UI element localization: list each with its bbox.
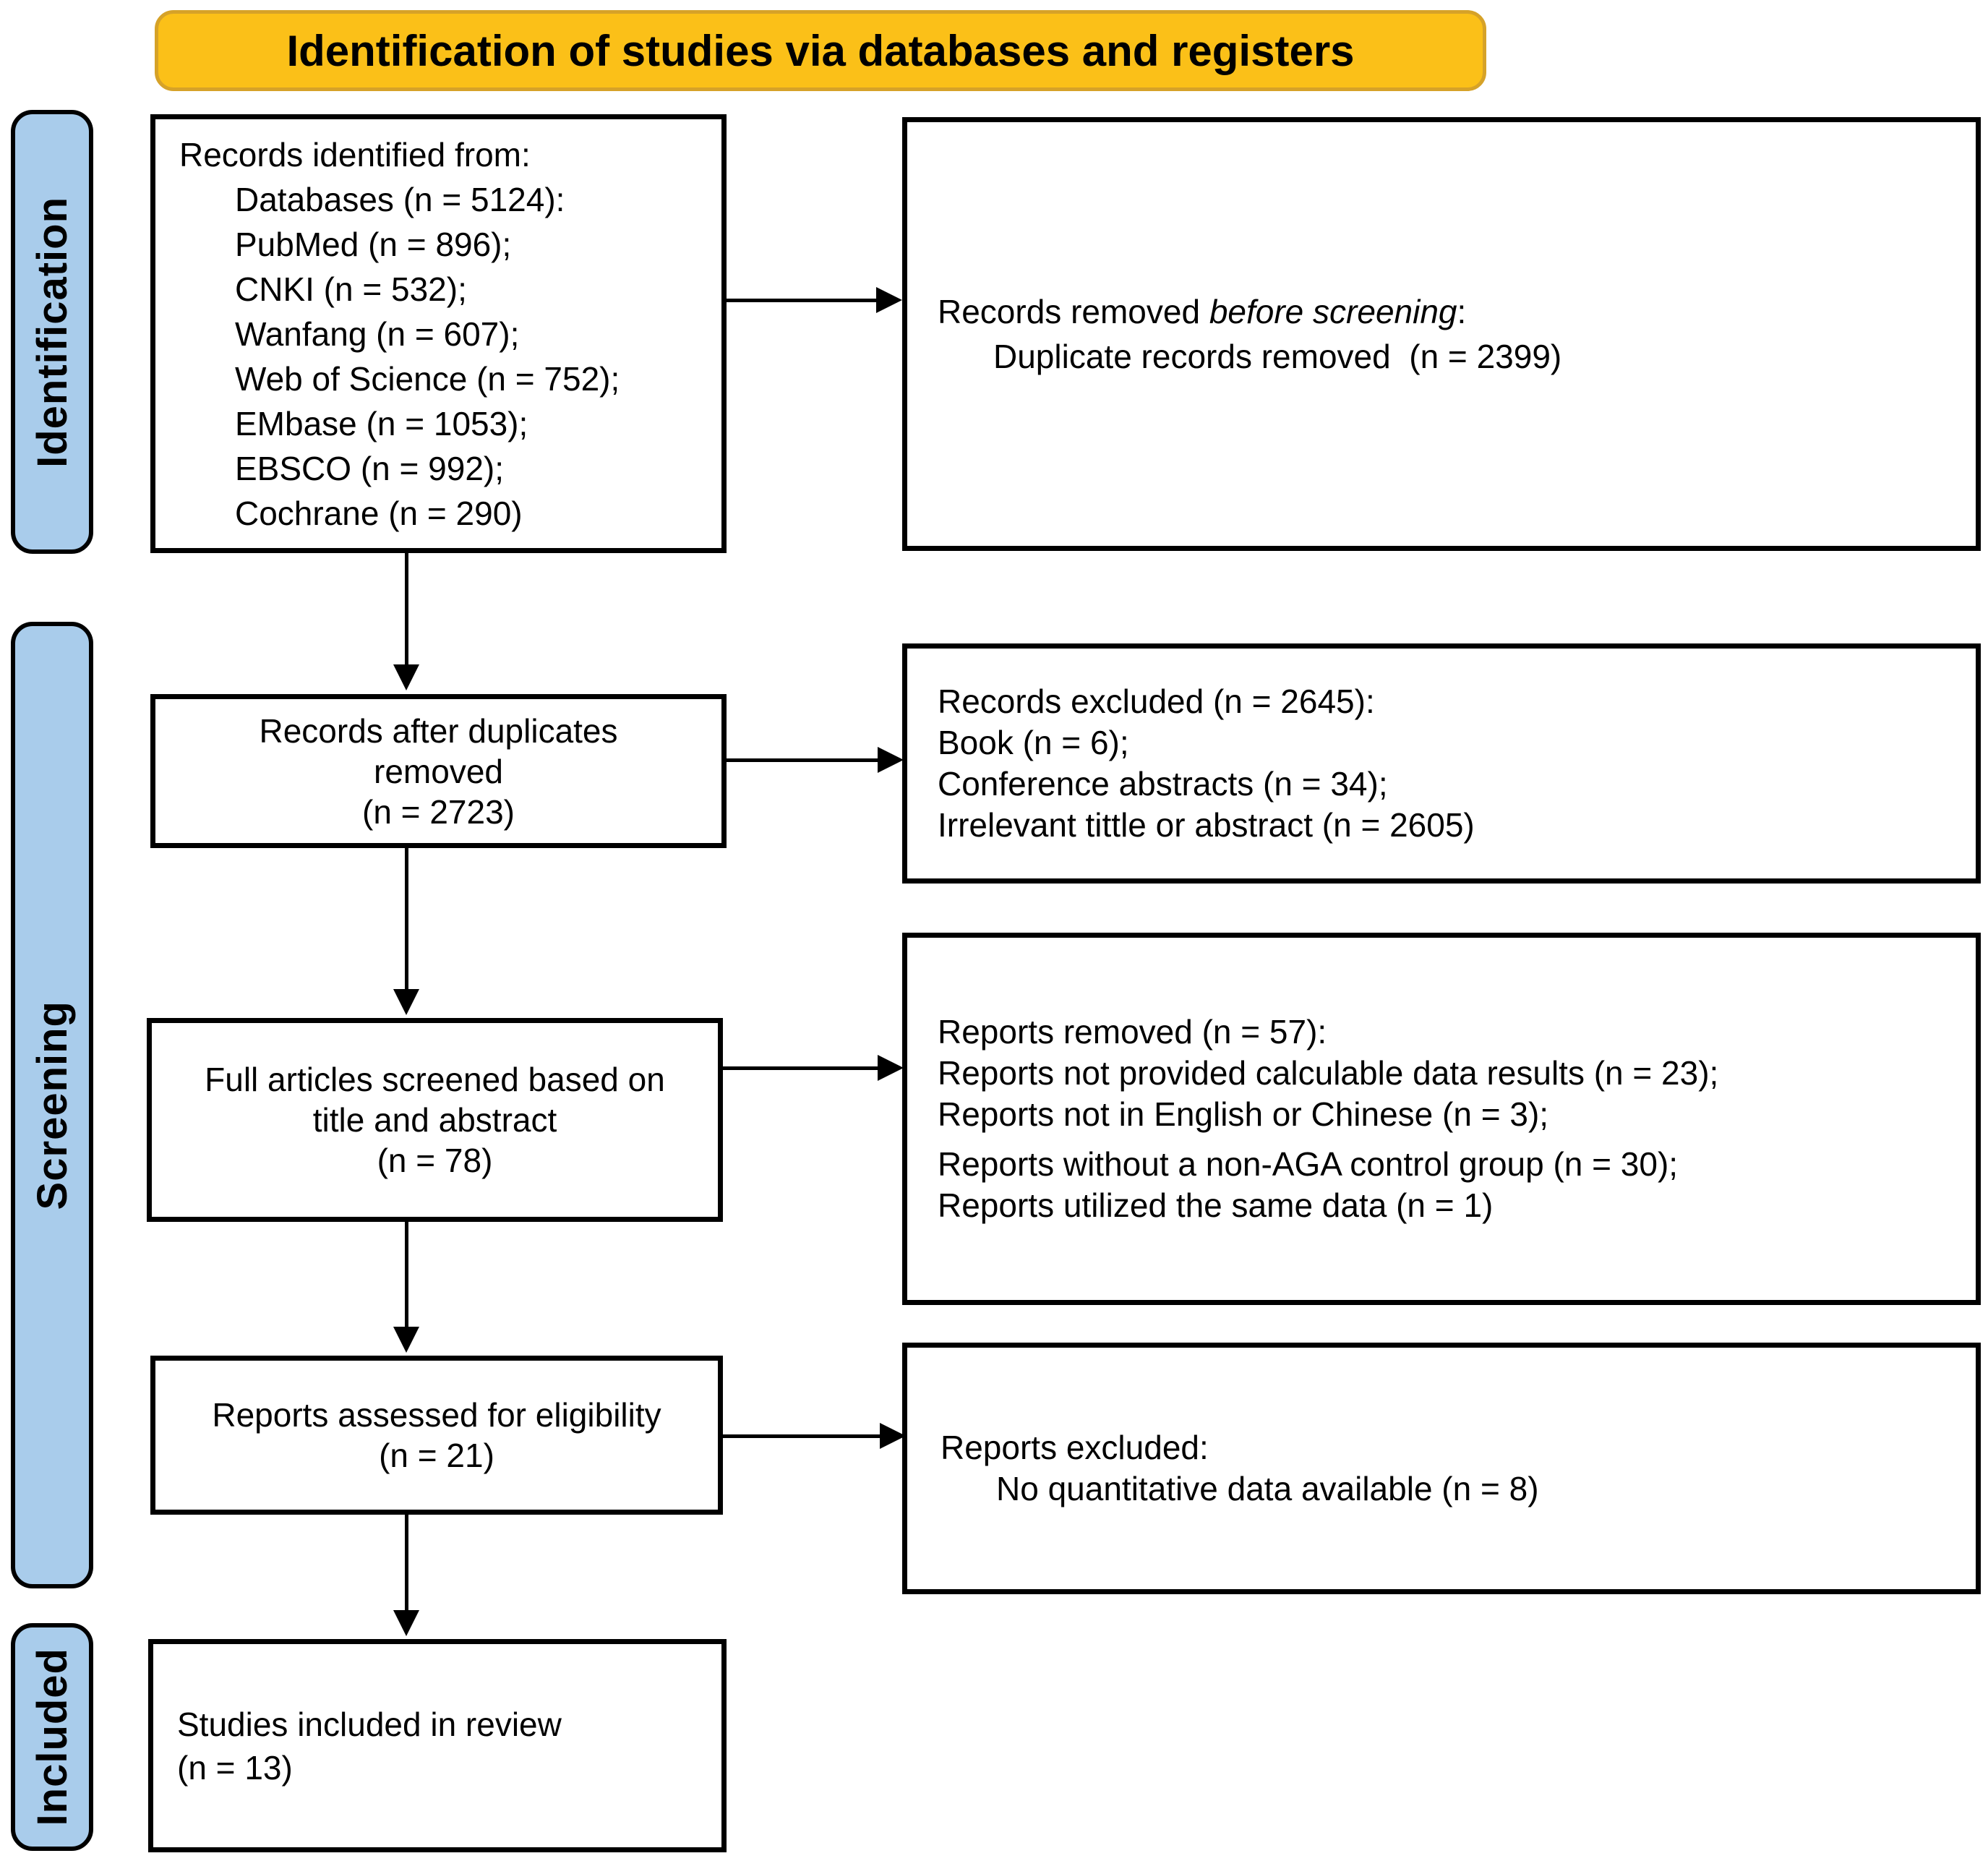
- records-identified-title: Records identified from:: [179, 135, 531, 174]
- reports-assessed-line: (n = 21): [379, 1437, 494, 1474]
- records-removed-detail: Duplicate records removed (n = 2399): [993, 338, 1562, 375]
- arrow-down-assessed-to-included: [393, 1515, 419, 1636]
- reports-removed-line: Reports not in English or Chinese (n = 3…: [938, 1095, 1549, 1133]
- arrow-shaft: [721, 1066, 878, 1070]
- records-identified-item: EMbase (n = 1053);: [235, 404, 528, 442]
- full-articles-line: Full articles screened based on: [205, 1061, 665, 1098]
- arrowhead-right-icon: [878, 747, 904, 773]
- records-identified-item: PubMed (n = 896);: [235, 225, 512, 263]
- after-duplicates-line: (n = 2723): [362, 792, 515, 831]
- records-excluded-line: Records excluded (n = 2645):: [938, 683, 1375, 720]
- box-full-articles-screened: Full articles screened based on title an…: [147, 1018, 723, 1222]
- box-records-removed-before-screening: Records removed before screening: Duplic…: [902, 117, 1981, 551]
- arrow-shaft: [404, 1515, 408, 1610]
- records-excluded-line: Irrelevant tittle or abstract (n = 2605): [938, 806, 1475, 844]
- reports-removed-line: Reports not provided calculable data res…: [938, 1054, 1719, 1092]
- arrowhead-down-icon: [393, 989, 419, 1015]
- arrow-down-after-duplicates-to-full-articles: [393, 848, 419, 1015]
- records-identified-item: CNKI (n = 532);: [235, 270, 467, 308]
- arrow-down-identified-to-after-duplicates: [393, 553, 419, 690]
- stage-label-screening: Screening: [11, 622, 93, 1588]
- box-studies-included: Studies included in review (n = 13): [148, 1639, 727, 1852]
- records-identified-item: Web of Science (n = 752);: [235, 359, 620, 398]
- arrow-right-after-duplicates-to-records-excluded: [725, 747, 904, 773]
- reports-removed-line: Reports removed (n = 57):: [938, 1013, 1327, 1051]
- arrow-shaft: [404, 1222, 408, 1327]
- stage-label-screening-text: Screening: [28, 1000, 76, 1210]
- arrowhead-right-icon: [878, 1055, 904, 1081]
- arrow-shaft: [725, 758, 878, 762]
- stage-label-included: Included: [11, 1623, 93, 1851]
- arrowhead-right-icon: [880, 1423, 906, 1449]
- arrowhead-down-icon: [393, 664, 419, 690]
- reports-removed-line: Reports utilized the same data (n = 1): [938, 1186, 1494, 1224]
- reports-assessed-line: Reports assessed for eligibility: [212, 1396, 661, 1434]
- arrow-shaft: [725, 298, 876, 302]
- arrow-shaft: [404, 553, 408, 664]
- arrow-right-full-articles-to-reports-removed: [721, 1055, 904, 1081]
- studies-included-line: (n = 13): [177, 1748, 293, 1787]
- stage-label-identification: Identification: [11, 110, 93, 554]
- title-banner: Identification of studies via databases …: [155, 10, 1486, 91]
- arrow-right-identified-to-removed-before-screening: [725, 287, 902, 313]
- records-identified-item: Wanfang (n = 607);: [235, 315, 520, 353]
- after-duplicates-line: Records after duplicates: [259, 711, 618, 750]
- reports-excluded-detail: No quantitative data available (n = 8): [996, 1470, 1539, 1507]
- records-excluded-line: Conference abstracts (n = 34);: [938, 765, 1388, 803]
- box-reports-excluded: Reports excluded: No quantitative data a…: [902, 1343, 1981, 1594]
- records-excluded-line: Book (n = 6);: [938, 724, 1129, 761]
- studies-included-line: Studies included in review: [177, 1705, 562, 1743]
- records-identified-item: Databases (n = 5124):: [235, 180, 565, 218]
- full-articles-line: (n = 78): [377, 1142, 493, 1179]
- reports-excluded-title: Reports excluded:: [941, 1429, 1209, 1466]
- stage-label-included-text: Included: [28, 1648, 76, 1826]
- arrow-down-full-articles-to-assessed: [393, 1222, 419, 1353]
- arrowhead-right-icon: [876, 287, 902, 313]
- records-removed-title-prefix: Records removed: [938, 293, 1209, 330]
- records-identified-item: EBSCO (n = 992);: [235, 449, 504, 487]
- reports-removed-line: Reports without a non-AGA control group …: [938, 1145, 1679, 1183]
- box-reports-removed: Reports removed (n = 57): Reports not pr…: [902, 933, 1981, 1305]
- stage-label-identification-text: Identification: [28, 196, 76, 468]
- arrowhead-down-icon: [393, 1327, 419, 1353]
- records-identified-item: Cochrane (n = 290): [235, 494, 523, 532]
- arrow-shaft: [404, 848, 408, 989]
- records-removed-title-emphasis: before screening: [1209, 293, 1457, 330]
- records-removed-title-suffix: :: [1457, 293, 1467, 330]
- arrow-right-assessed-to-reports-excluded: [721, 1423, 906, 1449]
- after-duplicates-line: removed: [374, 752, 503, 790]
- box-records-identified: Records identified from: Databases (n = …: [150, 114, 727, 553]
- box-records-excluded: Records excluded (n = 2645): Book (n = 6…: [902, 643, 1981, 884]
- arrowhead-down-icon: [393, 1610, 419, 1636]
- records-removed-title: Records removed before screening:: [938, 289, 1466, 334]
- box-reports-assessed: Reports assessed for eligibility (n = 21…: [150, 1356, 723, 1515]
- banner-title: Identification of studies via databases …: [286, 26, 1355, 75]
- full-articles-line: title and abstract: [312, 1101, 557, 1139]
- arrow-shaft: [721, 1434, 880, 1438]
- box-records-after-duplicates: Records after duplicates removed (n = 27…: [150, 694, 727, 848]
